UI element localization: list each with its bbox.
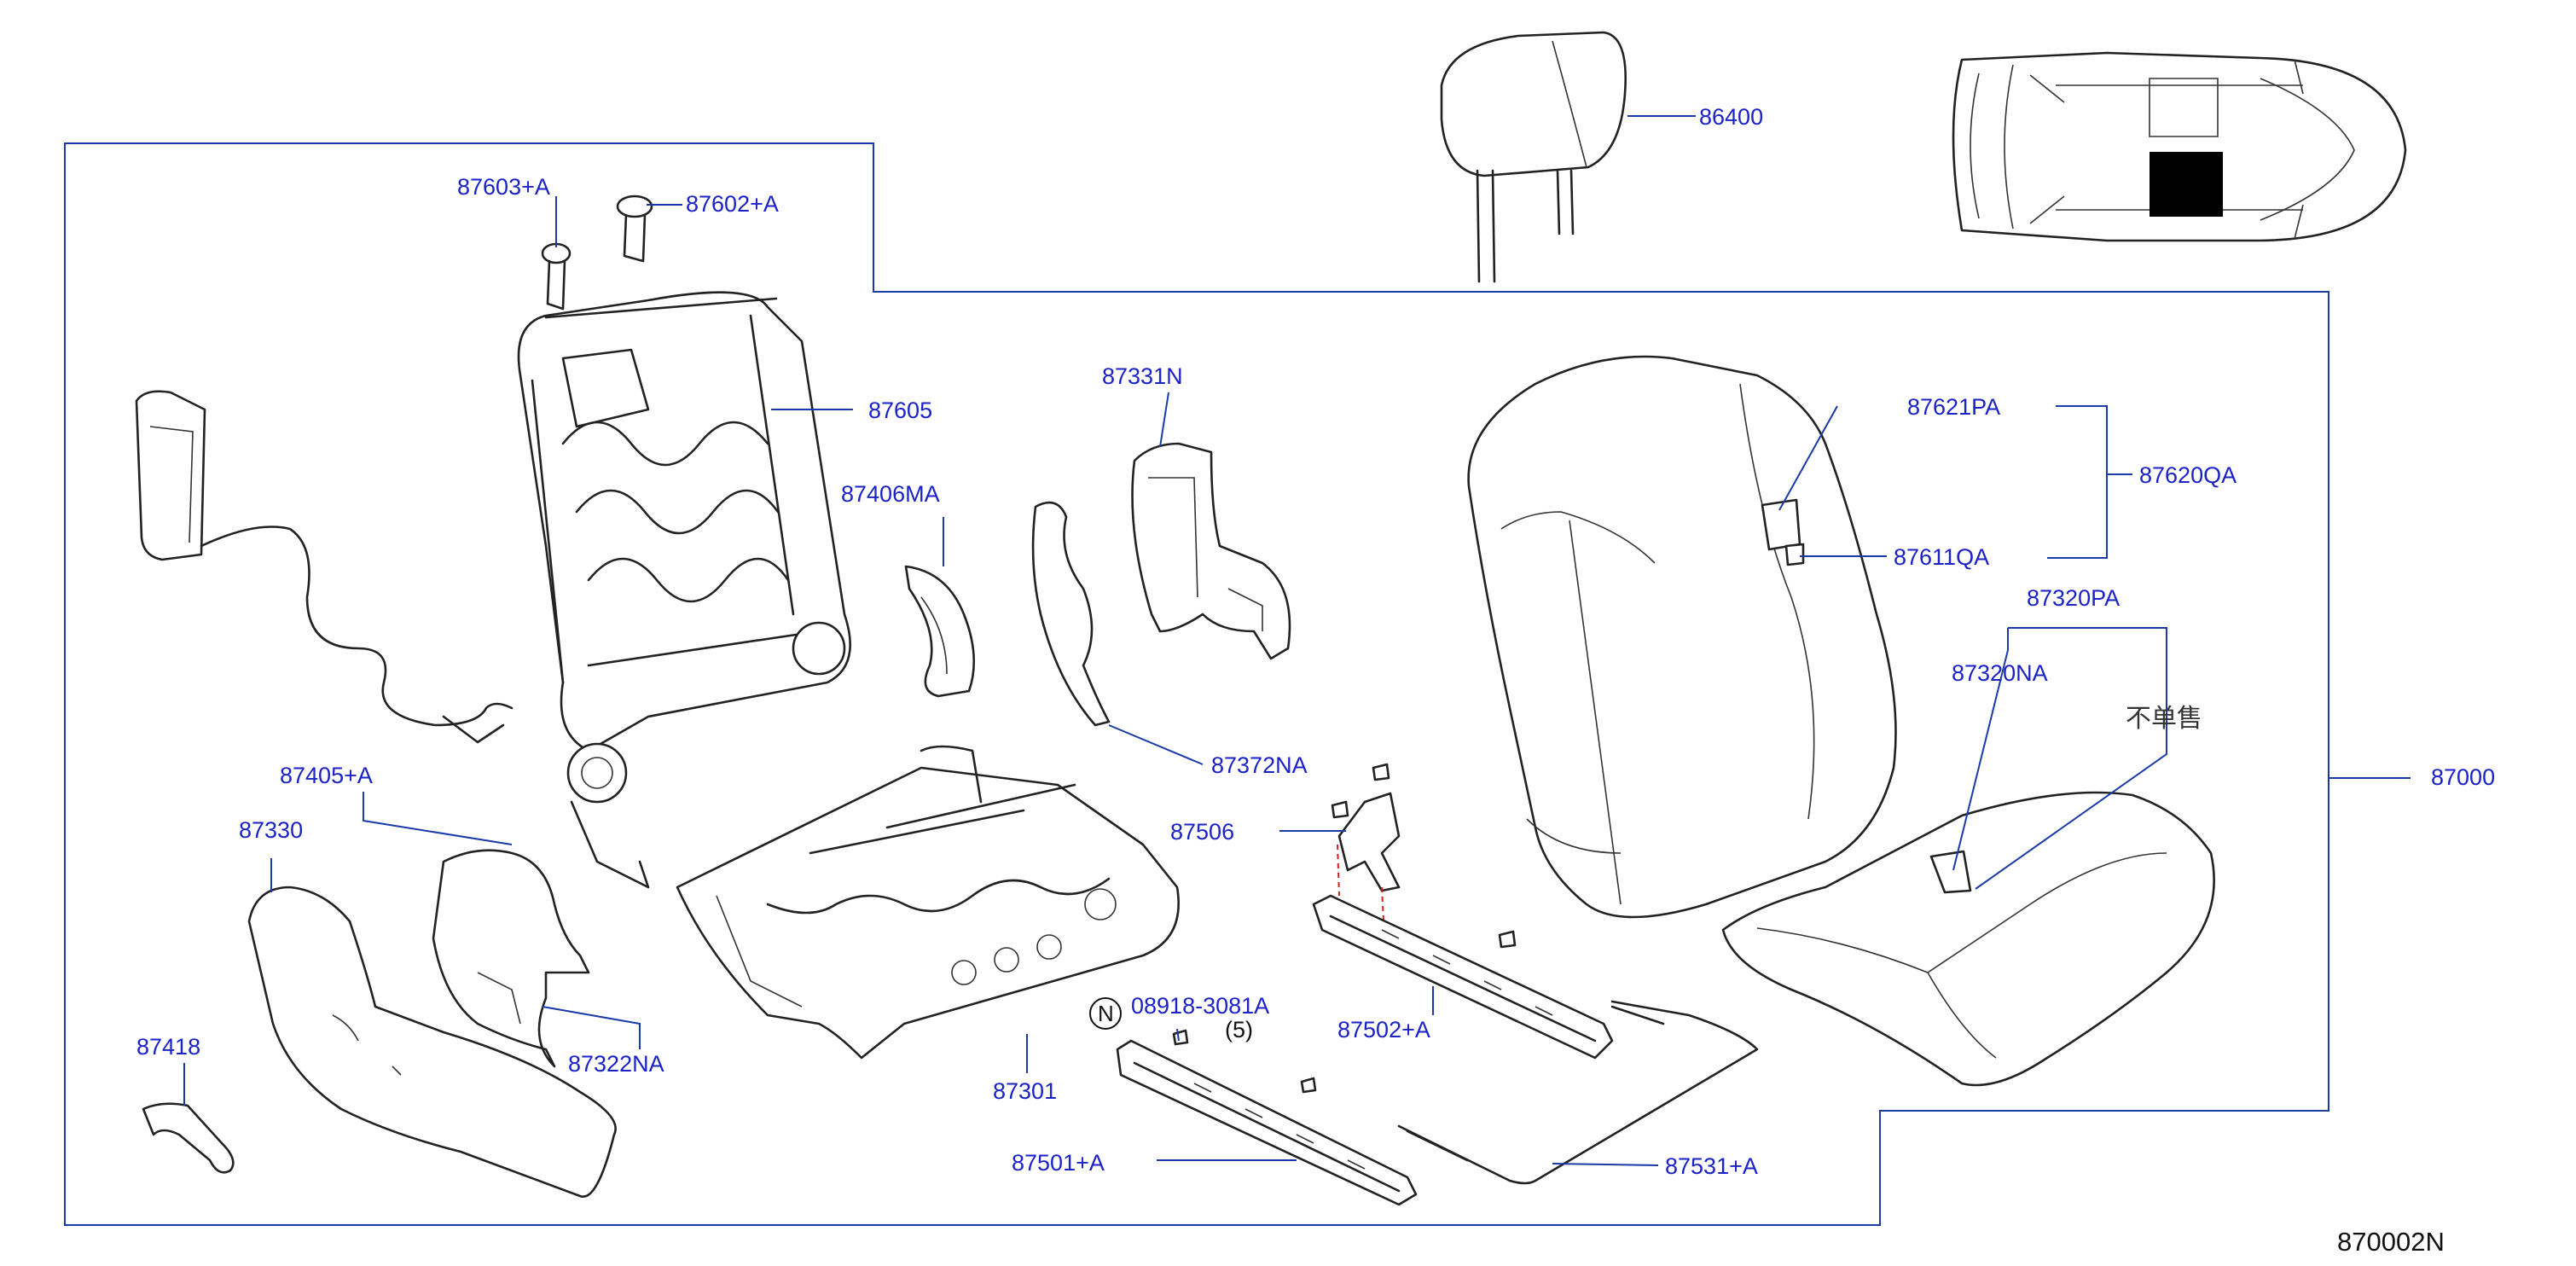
front-seat-location-highlight — [2150, 152, 2223, 217]
callout-87620qa: 87620QA — [2139, 462, 2237, 488]
callout-87621pa: 87621PA — [1907, 394, 2000, 420]
diagram-reference-number: 870002N — [2337, 1227, 2445, 1257]
quantity-label: (5) — [1225, 1017, 1253, 1042]
callout-87603: 87603+A — [457, 174, 550, 200]
callout-87502: 87502+A — [1337, 1017, 1430, 1042]
n-symbol-circle — [1089, 997, 1122, 1030]
callout-87611qa: 87611QA — [1894, 544, 1989, 570]
callout-87000: 87000 — [2431, 764, 2495, 790]
leader-lines — [183, 115, 2411, 1166]
callout-87406ma: 87406MA — [841, 481, 940, 507]
seat-slide-rail-outer-part — [1312, 894, 1614, 1060]
callout-87602: 87602+A — [686, 191, 779, 217]
side-airbag-module-part — [135, 390, 513, 744]
seat-slide-rail-inner-part — [1116, 1029, 1418, 1206]
side-finisher-part — [247, 886, 617, 1198]
callout-87320na: 87320NA — [1952, 660, 2048, 686]
callout-87405: 87405+A — [280, 763, 373, 788]
not-sold-separately-note: 不单售 — [2126, 704, 2202, 734]
callout-87531: 87531+A — [1665, 1153, 1758, 1179]
callout-08918-3081a: 08918-3081A — [1131, 993, 1269, 1019]
callout-87330: 87330 — [239, 817, 303, 843]
headrest-part — [1440, 31, 1627, 283]
inner-finisher-part — [432, 849, 590, 1068]
back-board-part — [1131, 442, 1291, 660]
slide-wire-part — [1397, 1000, 1759, 1185]
vehicle-locator-icon — [1952, 51, 2407, 242]
callout-87418: 87418 — [136, 1034, 200, 1060]
headrest-guide-clips — [541, 195, 653, 311]
callout-87301: 87301 — [993, 1078, 1057, 1104]
callout-87320pa: 87320PA — [2027, 585, 2120, 611]
seatback-frame-part — [517, 291, 851, 889]
callout-87372na: 87372NA — [1211, 752, 1308, 778]
callout-87605: 87605 — [868, 398, 932, 423]
back-cover-part — [1031, 501, 1111, 727]
slide-bracket-part — [1331, 763, 1401, 922]
callout-86400: 86400 — [1699, 104, 1763, 130]
cushion-frame-part — [676, 745, 1180, 1060]
n-symbol: N — [1098, 1001, 1114, 1026]
recliner-trim-part — [904, 565, 976, 698]
seat-cushion-part — [1721, 791, 2215, 1087]
callout-87506: 87506 — [1170, 819, 1234, 845]
seatback-trim-part — [1467, 355, 1897, 919]
callout-87501: 87501+A — [1012, 1150, 1105, 1176]
strap-part — [142, 1102, 235, 1174]
callout-87322na: 87322NA — [568, 1051, 664, 1077]
callout-87331n: 87331N — [1102, 363, 1183, 389]
seat-assembly-boundary — [64, 142, 2329, 1226]
